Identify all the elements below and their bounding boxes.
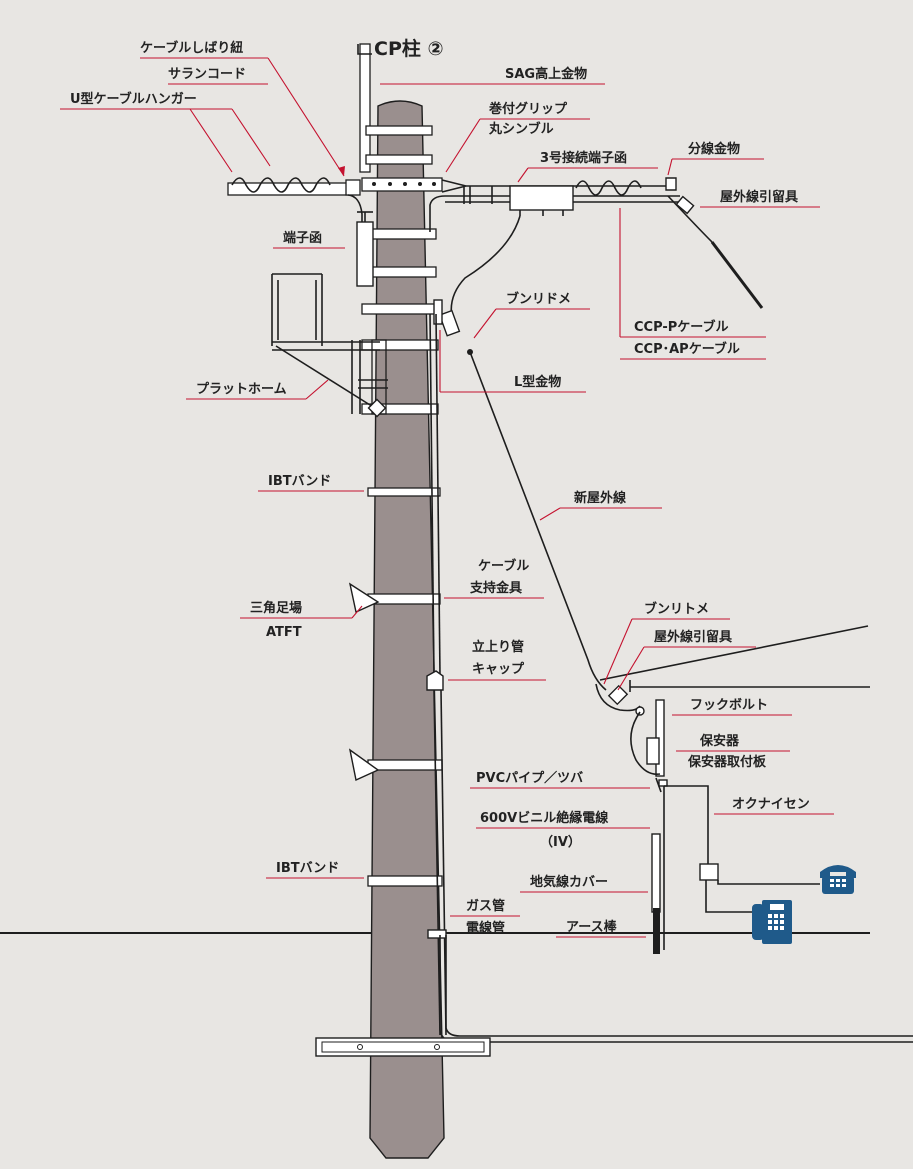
label-iv-wire-1: 600Vビニル絶縁電線 bbox=[480, 810, 609, 826]
leader-l-bracket bbox=[439, 330, 586, 393]
label-cable-support-2: 支持金具 bbox=[469, 580, 522, 596]
label-wrap-grip: 巻付グリップ bbox=[488, 101, 568, 117]
label-thimble: 丸シンブル bbox=[488, 121, 554, 137]
terminal-box bbox=[356, 211, 374, 287]
house-outline bbox=[599, 625, 870, 692]
pole-bands bbox=[361, 125, 443, 887]
label-protector-plate: 保安器取付板 bbox=[687, 754, 767, 770]
label-gas-pipe: ガス管 bbox=[466, 898, 505, 914]
label-outdoor-anchor-top: 屋外線引留具 bbox=[720, 189, 798, 205]
label-step-1: 三角足場 bbox=[250, 600, 302, 616]
label-bunritome: ブンリトメ bbox=[644, 601, 709, 617]
label-l-bracket: L型金物 bbox=[514, 374, 561, 390]
label-cable-support-1: ケーブル bbox=[478, 558, 529, 574]
label-sag-hardware: SAG高上金物 bbox=[505, 66, 587, 82]
label-riser-cap-1: 立上り管 bbox=[472, 639, 524, 655]
label-cable-tie: ケーブルしばり紐 bbox=[140, 40, 243, 56]
leader-u-hanger bbox=[189, 108, 271, 173]
pole-title: CP柱 ② bbox=[374, 37, 444, 60]
label-new-drop-wire: 新屋外線 bbox=[574, 490, 627, 506]
house-entry-hardware bbox=[595, 683, 820, 954]
label-step-2: ATFT bbox=[266, 625, 302, 640]
leader-wrap-grip bbox=[445, 118, 481, 173]
label-ibt-band-1: IBTバンド bbox=[268, 474, 331, 489]
pole-base-anchor bbox=[315, 1037, 491, 1057]
outer-drop-cable bbox=[667, 195, 764, 309]
sag-hardware-plate bbox=[359, 43, 371, 173]
label-conduit: 電線管 bbox=[466, 920, 505, 936]
leader-cable-tie bbox=[267, 57, 345, 177]
wall-phone-icon bbox=[752, 900, 792, 944]
junction-box-3 bbox=[509, 185, 574, 216]
label-riser-cap-2: キャップ bbox=[472, 662, 525, 677]
pole-steps bbox=[348, 582, 380, 782]
messenger-cable bbox=[227, 177, 680, 232]
drop-wire-upper bbox=[433, 215, 607, 691]
label-pvc-pipe: PVCパイプ／ツバ bbox=[476, 770, 583, 786]
desk-phone-icon bbox=[820, 865, 856, 894]
label-terminal-box: 端子函 bbox=[283, 230, 322, 246]
platform bbox=[271, 273, 388, 418]
label-iv-wire-2: （IV） bbox=[540, 834, 581, 850]
label-saran-cord: サランコード bbox=[168, 67, 246, 82]
concrete-pole bbox=[369, 100, 445, 1159]
label-ccp-p: CCP-Pケーブル bbox=[634, 319, 729, 335]
label-junction-box3: 3号接続端子函 bbox=[540, 150, 627, 166]
label-hook-bolt: フックボルト bbox=[690, 697, 768, 713]
label-platform: プラットホーム bbox=[196, 382, 287, 397]
label-ibt-band-2: IBTバンド bbox=[276, 861, 339, 876]
label-outdoor-anchor-house: 屋外線引留具 bbox=[654, 629, 732, 645]
label-bunridome: ブンリドメ bbox=[506, 291, 571, 307]
label-indoor-wire: オクナイセン bbox=[732, 797, 810, 812]
label-earth-rod: アース棒 bbox=[566, 919, 618, 935]
label-branch-hardware: 分線金物 bbox=[688, 141, 740, 157]
label-u-hanger: U型ケーブルハンガー bbox=[70, 91, 197, 107]
label-ccp-ap: CCP･APケーブル bbox=[634, 341, 740, 357]
label-ground-cover: 地気線カバー bbox=[530, 874, 608, 890]
label-protector: 保安器 bbox=[699, 733, 740, 749]
